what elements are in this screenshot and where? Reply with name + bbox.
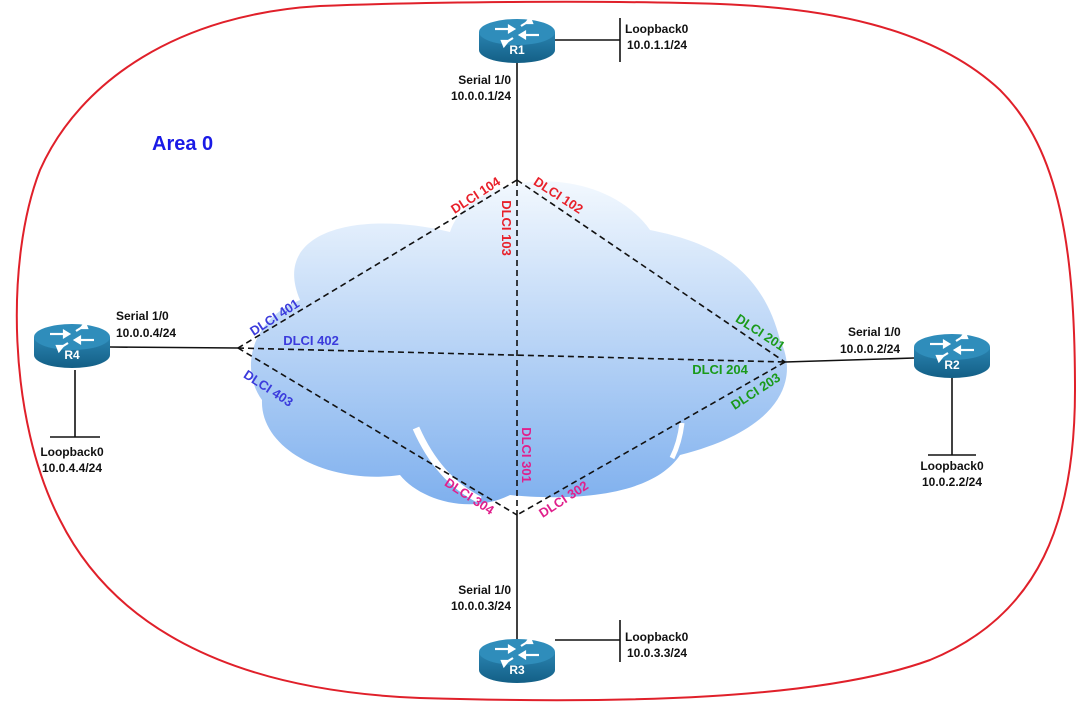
r3-loopback-label: Loopback0 — [625, 630, 689, 644]
r2-loopback-ip: 10.0.2.2/24 — [922, 475, 982, 489]
r1-serial-ip: 10.0.0.1/24 — [451, 89, 511, 103]
r4-loopback-label: Loopback0 — [40, 445, 104, 459]
r4-serial-ip: 10.0.0.4/24 — [116, 326, 176, 340]
router-name: R2 — [944, 358, 960, 372]
dlci-301-label: DLCI 301 — [519, 427, 534, 483]
router-r4[interactable]: R4 — [32, 321, 112, 370]
r3-loopback-ip: 10.0.3.3/24 — [627, 646, 687, 660]
r4-serial-label: Serial 1/0 — [116, 309, 169, 323]
r2-loopback-label: Loopback0 — [920, 459, 984, 473]
dlci-402-label: DLCI 402 — [283, 333, 339, 348]
r1-loopback-label: Loopback0 — [625, 22, 689, 36]
r4-loopback-ip: 10.0.4.4/24 — [42, 461, 102, 475]
r1-serial-label: Serial 1/0 — [458, 73, 511, 87]
frame-relay-cloud — [250, 181, 787, 505]
links — [50, 18, 976, 662]
router-name: R3 — [509, 663, 525, 677]
router-r3[interactable]: R3 — [477, 636, 557, 685]
dlci-204-label: DLCI 204 — [692, 362, 748, 377]
area-label: Area 0 — [152, 133, 213, 155]
r3-serial-ip: 10.0.0.3/24 — [451, 599, 511, 613]
r2-serial-label: Serial 1/0 — [848, 325, 901, 339]
r3-serial-label: Serial 1/0 — [458, 583, 511, 597]
dlci-103-label: DLCI 103 — [499, 200, 514, 256]
router-name: R1 — [509, 43, 525, 57]
router-r2[interactable]: R2 — [912, 331, 992, 380]
area-boundary — [15, 0, 1077, 702]
r1-loopback-ip: 10.0.1.1/24 — [627, 38, 687, 52]
r2-serial-ip: 10.0.0.2/24 — [840, 342, 900, 356]
router-r1[interactable]: R1 — [477, 16, 557, 65]
router-name: R4 — [64, 348, 80, 362]
